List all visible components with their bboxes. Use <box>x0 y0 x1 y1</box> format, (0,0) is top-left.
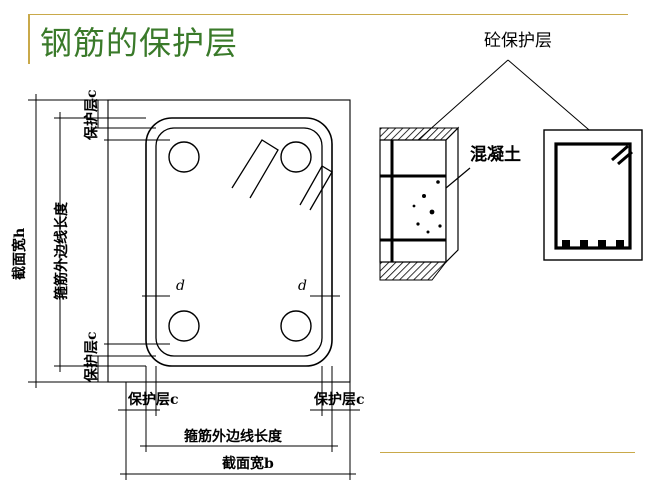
concrete-outline <box>107 99 351 383</box>
label-cover-left: 保护层c <box>127 391 179 408</box>
callout-leader-left <box>417 59 509 141</box>
horizontal-dimensions <box>118 295 360 480</box>
slide-title: 钢筋的保护层 <box>40 24 239 62</box>
vertical-dimensions <box>28 94 170 388</box>
left-section-drawing <box>107 99 351 383</box>
rebar-bottom-right <box>280 310 312 342</box>
label-bar-dia-left: d <box>176 278 185 294</box>
stirrup-hook <box>231 139 279 199</box>
concrete-label: 混凝土 <box>470 144 521 165</box>
title-side-rule <box>28 14 30 64</box>
label-cover-bottom: 保护层c <box>83 331 100 383</box>
label-section-height: 截面宽h <box>11 228 28 280</box>
label-section-width: 截面宽b <box>222 455 274 472</box>
right-section-drawing <box>543 129 643 261</box>
label-cover-right: 保护层c <box>313 391 365 408</box>
label-cover-top: 保护层c <box>83 89 100 141</box>
rebar-top-left <box>168 141 200 173</box>
cover-callout-label: 砼保护层 <box>484 31 552 51</box>
label-stirrup-horizontal: 箍筋外边线长度 <box>184 428 283 445</box>
title-top-rule <box>28 14 628 15</box>
stirrup-outer <box>145 117 333 367</box>
rebar-top-right <box>280 141 312 173</box>
label-bar-dia-right: d <box>298 278 307 294</box>
stirrup-inner <box>155 127 323 357</box>
stirrup-hook-end <box>299 165 333 211</box>
slab-3d-drawing <box>379 126 471 281</box>
bottom-rule <box>380 452 635 453</box>
label-stirrup-vertical: 箍筋外边线长度 <box>53 201 70 300</box>
rebar-bottom-left <box>168 310 200 342</box>
